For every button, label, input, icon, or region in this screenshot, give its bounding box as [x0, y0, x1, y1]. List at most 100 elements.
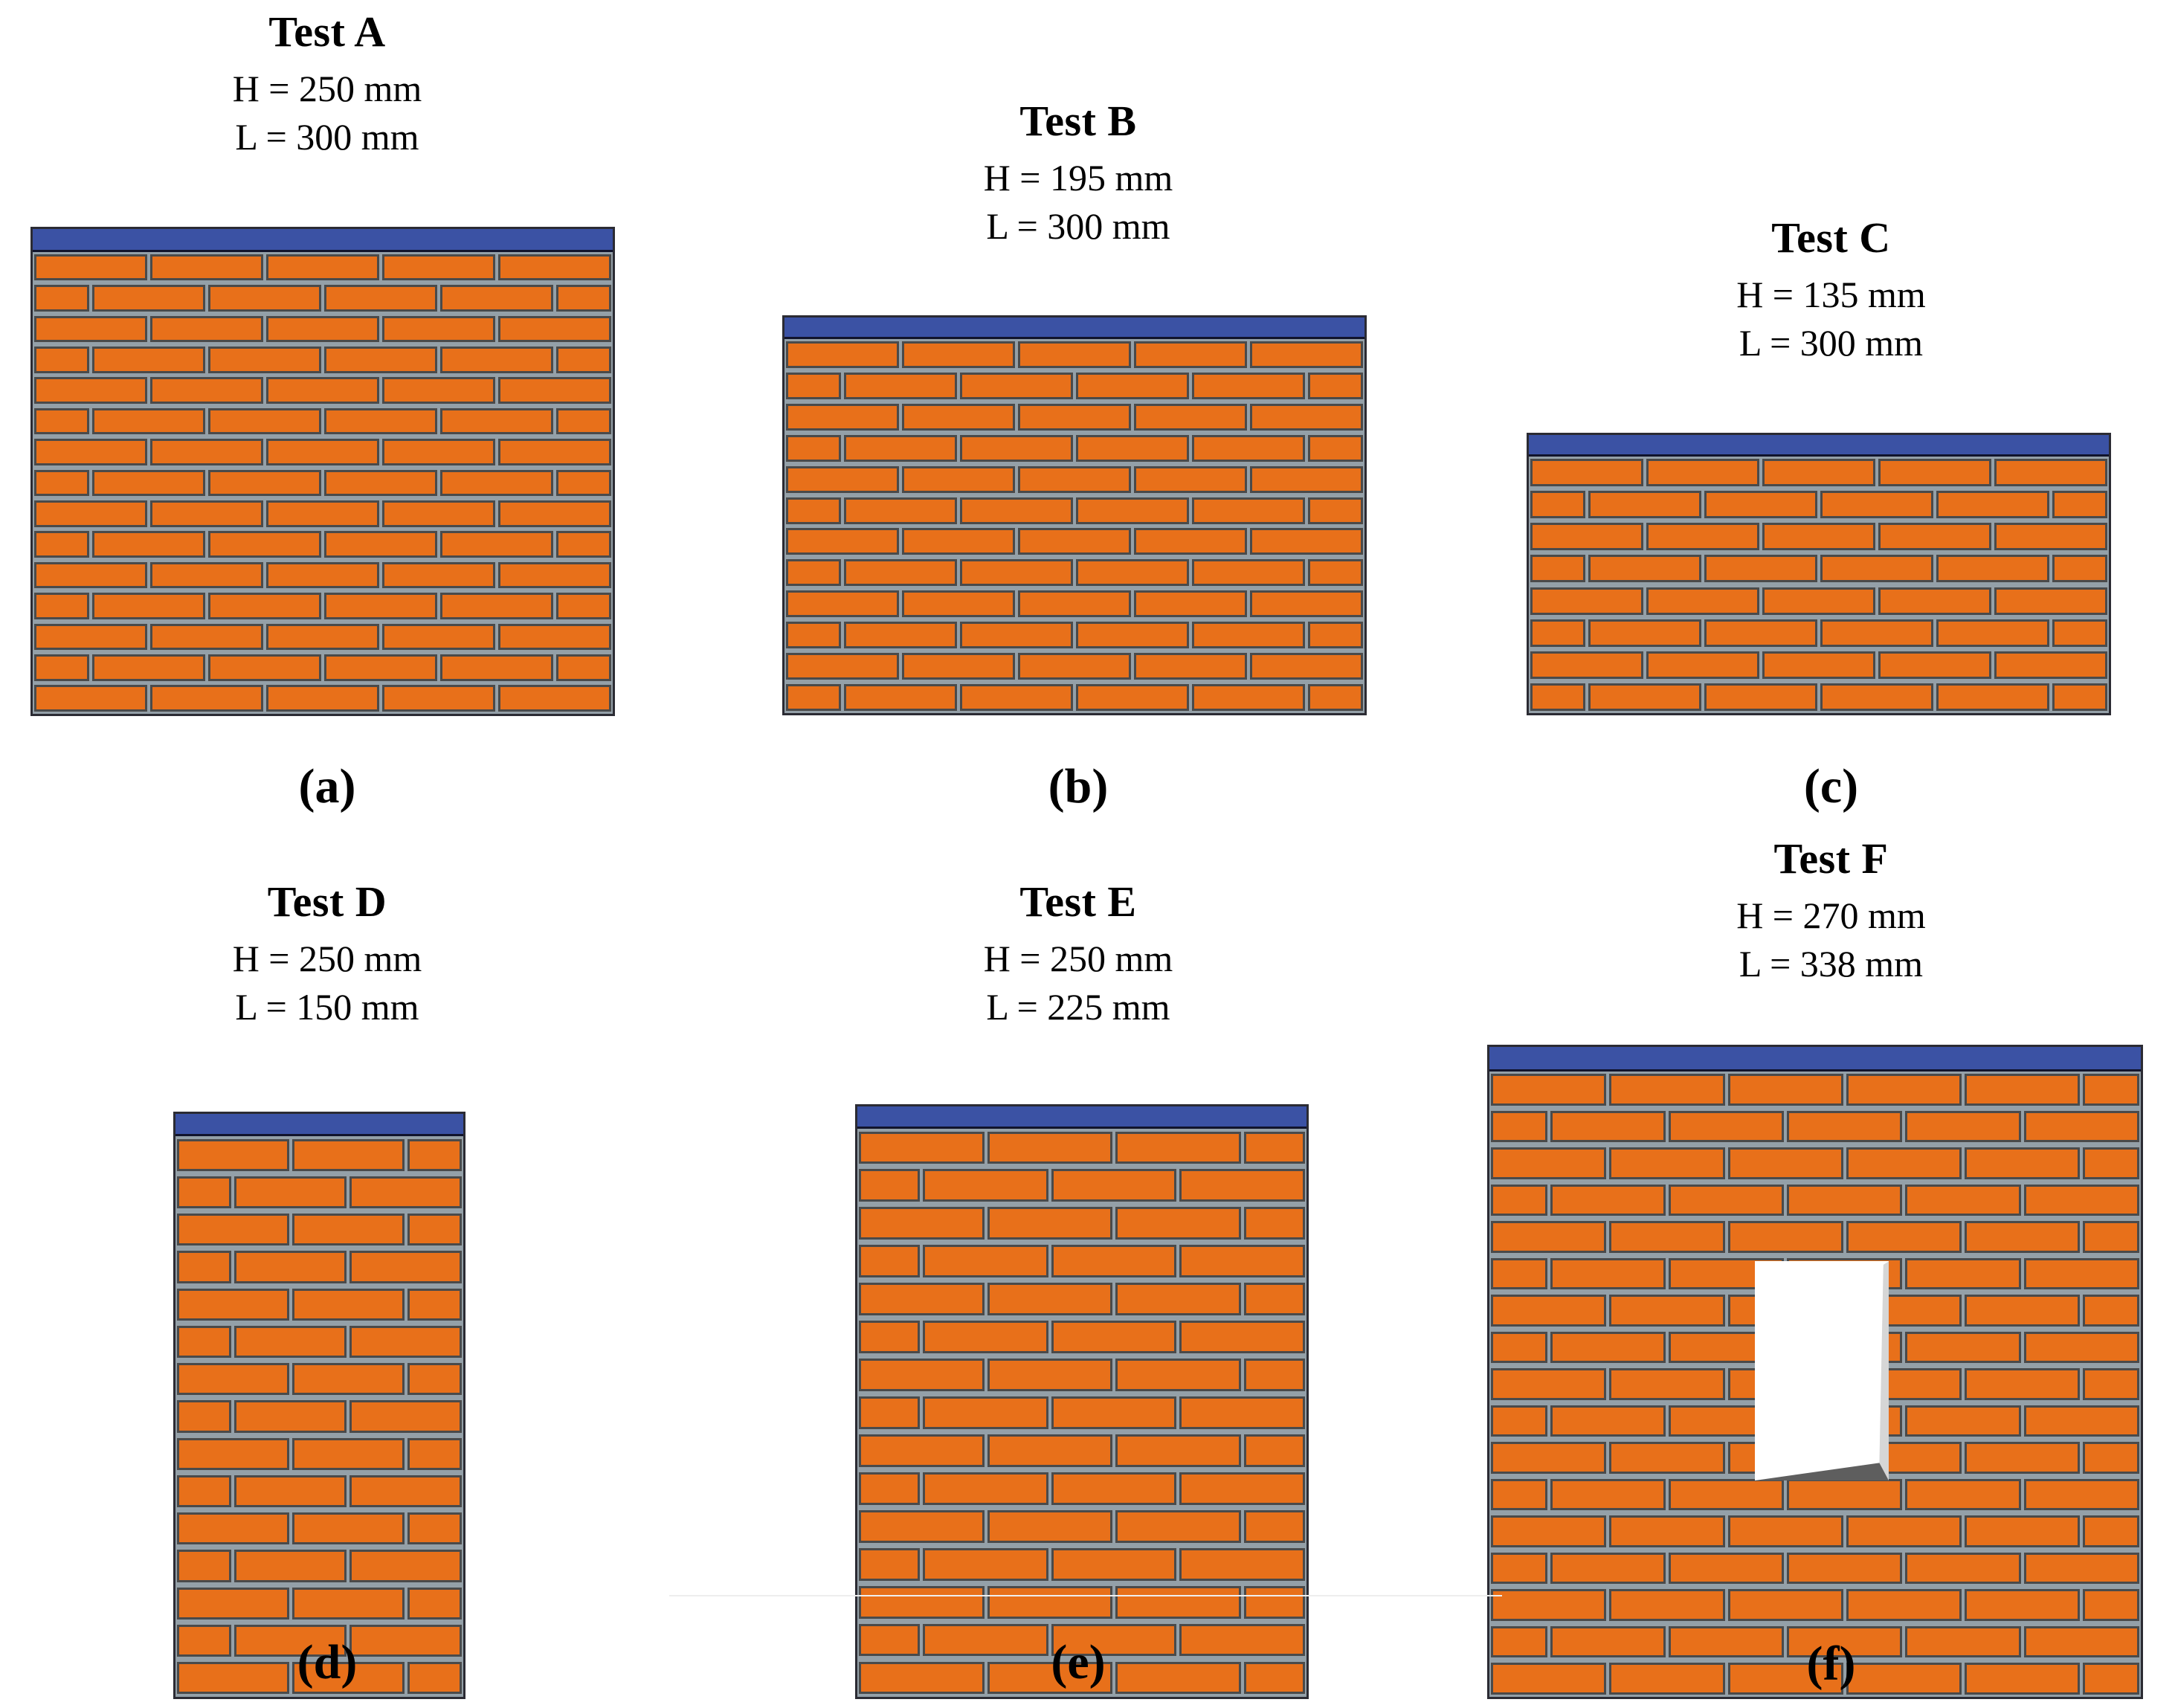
caption-test-d: Test D H = 250 mm L = 150 mm — [0, 876, 654, 1030]
brick-course — [857, 1356, 1306, 1394]
brick — [1250, 653, 1363, 680]
brick-course — [857, 1545, 1306, 1583]
brick — [150, 561, 263, 589]
brick — [1179, 1245, 1305, 1278]
brick — [266, 500, 379, 527]
brick — [1179, 1396, 1305, 1429]
brick — [34, 623, 147, 651]
brick-course — [33, 498, 613, 529]
brick — [266, 377, 379, 405]
brick — [92, 407, 205, 435]
caption-test-a: Test A H = 250 mm L = 300 mm — [0, 6, 654, 160]
brick — [291, 1437, 405, 1470]
height-line-b: H = 195 mm — [983, 156, 1173, 199]
brick — [1243, 1131, 1305, 1164]
brick — [208, 407, 321, 435]
brick — [923, 1396, 1048, 1429]
brick — [382, 500, 495, 527]
brick — [859, 1169, 921, 1202]
loading-beam — [784, 318, 1364, 339]
brick — [923, 1547, 1048, 1581]
brick — [382, 377, 495, 405]
brick-course — [1489, 1660, 2141, 1697]
test-title-a: Test A — [268, 7, 386, 56]
brick — [440, 469, 553, 497]
brick — [1308, 434, 1363, 462]
brick-course — [1529, 649, 2109, 681]
brick — [844, 434, 957, 462]
brick — [1905, 1405, 2021, 1437]
brick-course — [1489, 1513, 2141, 1550]
brick — [1192, 497, 1305, 524]
loading-beam — [857, 1106, 1306, 1129]
brick-course — [33, 314, 613, 344]
brick — [859, 1207, 985, 1240]
length-line-c: L = 300 mm — [1739, 321, 1924, 364]
panel-test-f: Test F H = 270 mm L = 338 mm (f) — [1487, 833, 2175, 1708]
brick-course — [175, 1248, 463, 1286]
brick — [1550, 1257, 1666, 1290]
brick-wall-e — [855, 1104, 1309, 1699]
brick — [382, 254, 495, 281]
brick-course — [1489, 1587, 2141, 1623]
brick — [1115, 1359, 1241, 1391]
brick — [1905, 1552, 2021, 1585]
brick — [34, 439, 147, 465]
brick — [324, 531, 437, 558]
brick — [1115, 1585, 1241, 1619]
brick — [92, 654, 205, 681]
brick — [440, 593, 553, 619]
brick-course — [857, 1280, 1306, 1318]
brick — [1846, 1221, 1962, 1253]
brick — [987, 1283, 1113, 1316]
brick — [987, 1585, 1113, 1619]
brick — [150, 254, 263, 281]
brick — [1550, 1552, 1666, 1585]
brick — [407, 1512, 462, 1545]
brick — [1787, 1552, 1903, 1585]
brick-wall-a — [30, 227, 615, 716]
brick — [1646, 459, 1759, 487]
brick — [1820, 619, 1933, 647]
brick — [324, 593, 437, 619]
brick — [1646, 523, 1759, 551]
brick — [987, 1661, 1113, 1695]
brick — [1550, 1184, 1666, 1216]
brick — [1588, 619, 1701, 647]
brick — [1243, 1661, 1305, 1695]
brick-course — [175, 1398, 463, 1435]
opening-face — [1755, 1261, 1884, 1480]
brick — [34, 377, 147, 405]
brick — [266, 439, 379, 465]
brick — [1965, 1221, 2081, 1253]
brick — [324, 285, 437, 312]
brick — [786, 528, 899, 555]
brick — [1994, 459, 2107, 487]
brick-course — [1529, 521, 2109, 552]
brick — [34, 315, 147, 343]
brick — [1491, 1257, 1547, 1290]
brick — [498, 623, 611, 651]
brick — [407, 1138, 462, 1171]
brick — [902, 403, 1015, 431]
brick — [1878, 523, 1991, 551]
brick — [1846, 1662, 1962, 1695]
brick — [2083, 1589, 2139, 1621]
brick — [1115, 1434, 1241, 1467]
brick — [1491, 1442, 1607, 1474]
brick-course — [784, 619, 1364, 651]
brick-course — [857, 1507, 1306, 1545]
caption-test-e: Test E H = 250 mm L = 225 mm — [744, 876, 1413, 1030]
brick — [1134, 590, 1247, 618]
wall-wrap-e — [855, 1104, 1309, 1699]
brick — [1243, 1585, 1305, 1619]
brick — [92, 531, 205, 558]
brick — [1134, 403, 1247, 431]
brick — [1846, 1515, 1962, 1547]
brick — [1530, 619, 1585, 647]
brick — [2083, 1074, 2139, 1106]
brick — [324, 347, 437, 373]
brick — [859, 1547, 921, 1581]
brick-course — [1489, 1476, 2141, 1512]
brick — [859, 1283, 985, 1316]
